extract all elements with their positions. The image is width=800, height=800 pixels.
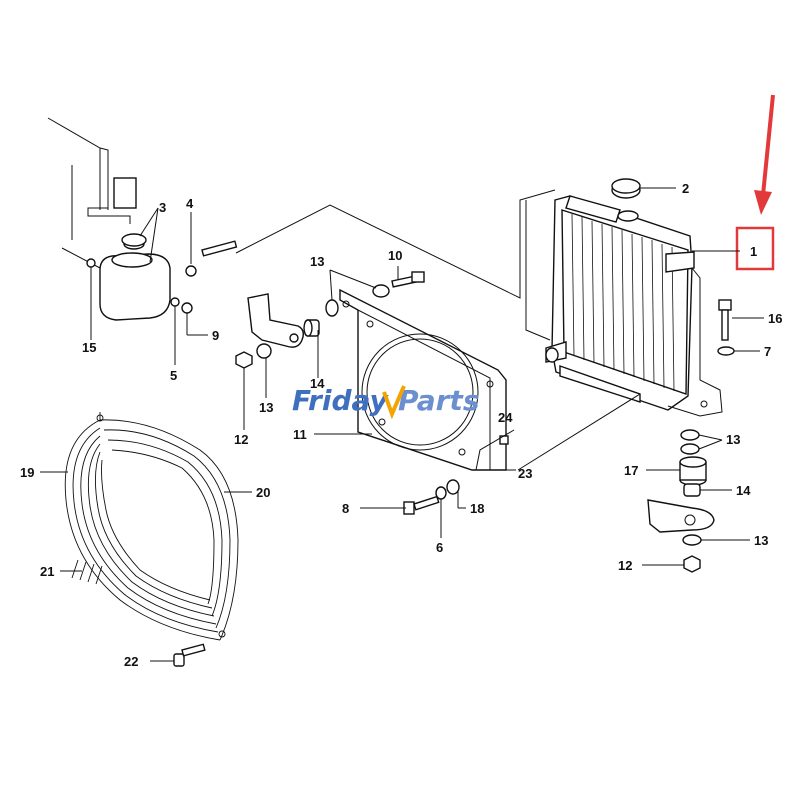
callout-numbers: 1 2 3 4 5 6 7 8 9 10 11 12 12 13 13 13 1… <box>20 181 782 669</box>
tank-bracket <box>47 117 137 240</box>
clamp-9 <box>181 302 193 314</box>
callout-2: 2 <box>682 181 689 196</box>
washer-13-r3 <box>682 534 702 546</box>
callout-13-top: 13 <box>310 254 324 269</box>
callout-19: 19 <box>20 465 34 480</box>
highlight-box <box>735 226 775 271</box>
fan-guard <box>64 412 239 641</box>
expansion-tank <box>61 233 171 321</box>
filler-cap <box>611 178 641 199</box>
washer-13-upper <box>325 299 339 317</box>
hose-4 <box>185 240 238 277</box>
nut-12-right <box>683 555 701 573</box>
callout-9: 9 <box>212 328 219 343</box>
mount-plate <box>647 499 715 533</box>
callout-12-left: 12 <box>234 432 248 447</box>
callout-17: 17 <box>624 463 638 478</box>
callout-5: 5 <box>170 368 177 383</box>
washer-13-left <box>256 343 272 359</box>
bolt-10 <box>391 271 425 288</box>
callout-7: 7 <box>764 344 771 359</box>
callout-22: 22 <box>124 654 138 669</box>
highlight-arrow-icon <box>754 94 775 215</box>
watermark: Friday Parts <box>292 384 479 420</box>
callout-13-right-lower: 13 <box>754 533 768 548</box>
callout-1: 1 <box>750 244 757 259</box>
callout-23: 23 <box>518 466 532 481</box>
callout-13-right-upper: 13 <box>726 432 740 447</box>
callout-15: 15 <box>82 340 96 355</box>
watermark-text-part1: Friday <box>292 384 390 417</box>
rubber-mount-17 <box>679 456 707 486</box>
callout-14-left: 14 <box>310 376 325 391</box>
screw-22 <box>173 643 206 667</box>
bushing-14 <box>303 319 320 337</box>
callout-6: 6 <box>436 540 443 555</box>
washer-13-r1 <box>680 429 700 441</box>
bushing-14-right <box>683 483 701 497</box>
connection-line <box>235 189 556 299</box>
washer-13-r2 <box>680 443 700 455</box>
callout-4: 4 <box>186 196 194 211</box>
clamp-5 <box>170 297 180 307</box>
washer-18 <box>446 479 460 495</box>
mount-bracket <box>247 293 305 348</box>
washer-6 <box>435 486 447 500</box>
washer-13-bolt <box>372 284 390 298</box>
nut-12-left <box>235 351 253 369</box>
bolt-16 <box>718 299 732 341</box>
bolt-8 <box>403 495 440 515</box>
radiator <box>525 195 723 417</box>
callout-8: 8 <box>342 501 349 516</box>
callout-11: 11 <box>293 427 307 442</box>
callout-12-right: 12 <box>618 558 632 573</box>
callout-24: 24 <box>498 410 513 425</box>
callout-16: 16 <box>768 311 782 326</box>
washer-7 <box>717 346 735 356</box>
fan-shroud <box>339 288 507 471</box>
callout-13-left: 13 <box>259 400 273 415</box>
watermark-text-part2: Parts <box>398 384 479 417</box>
leader-lines <box>40 187 764 662</box>
callout-3: 3 <box>159 200 166 215</box>
callout-10: 10 <box>388 248 402 263</box>
callout-20: 20 <box>256 485 270 500</box>
callout-18: 18 <box>470 501 484 516</box>
callout-21: 21 <box>40 564 54 579</box>
callout-14-right: 14 <box>736 483 751 498</box>
